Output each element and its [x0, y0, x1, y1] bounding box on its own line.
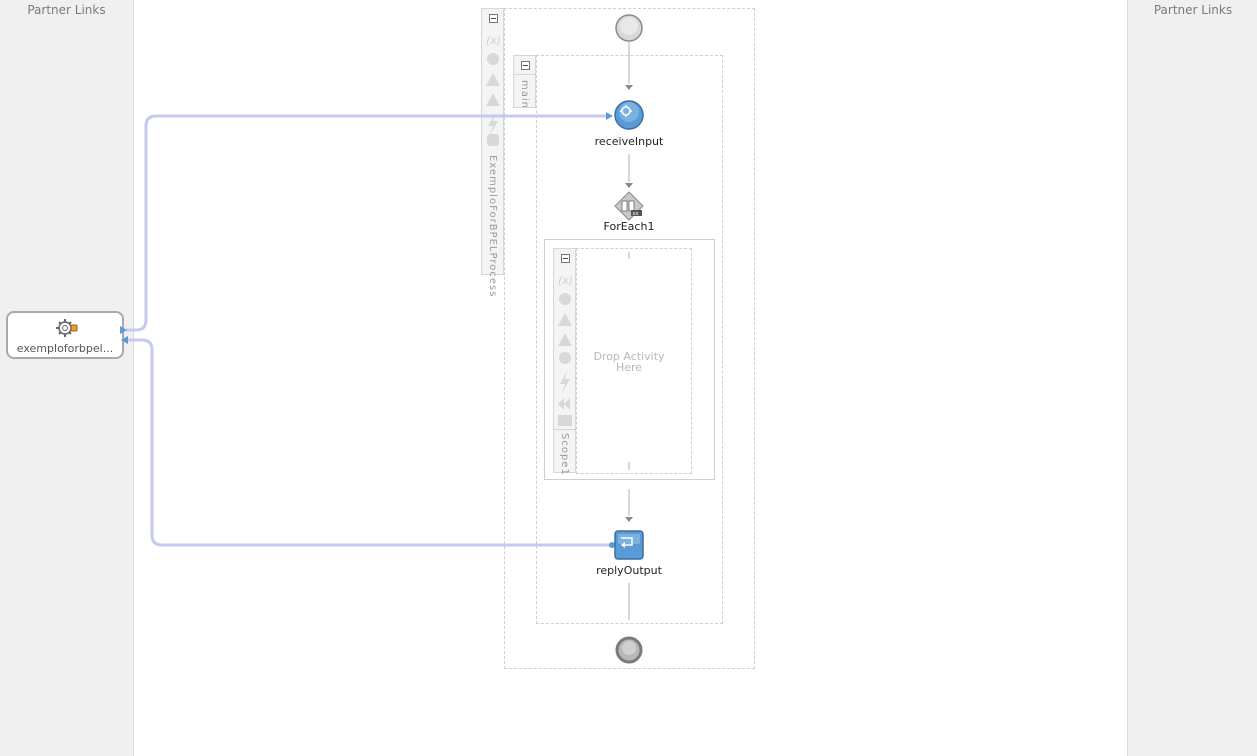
receive-link-line: [126, 114, 608, 332]
process-toolbar: (x) ExemploForBPELProcess: [481, 8, 504, 297]
svg-text:xx: xx: [633, 211, 639, 217]
partner-link-exemploforbpel[interactable]: exemploforbpel...: [6, 311, 124, 359]
foreach-activity[interactable]: [614, 191, 644, 221]
partner-links-right-title: Partner Links: [1153, 3, 1233, 17]
foreach-label: ForEach1: [603, 220, 655, 233]
reply-output-label: replyOutput: [596, 564, 662, 577]
drop-activity-text-line2: Here: [615, 361, 643, 374]
scope-drop-zone[interactable]: [576, 248, 692, 474]
main-collapse-button[interactable]: [521, 61, 530, 70]
drop-activity-text-line1: Drop Activity: [593, 350, 665, 363]
scope-toolbar: (x) Scope1: [553, 248, 576, 476]
main-sequence-toolbar: main: [513, 55, 536, 109]
process-frame: [504, 8, 755, 669]
partner-links-left-panel: Partner Links: [0, 0, 134, 756]
start-event-icon: [615, 14, 643, 42]
receive-icon: [614, 100, 644, 130]
receive-input-label: receiveInput: [594, 135, 664, 148]
partner-out-arrow: [121, 336, 128, 344]
receive-input-activity[interactable]: [614, 100, 644, 130]
gear-plug-icon: [56, 318, 78, 342]
end-event[interactable]: [616, 637, 642, 663]
partner-link-label: exemploforbpel...: [16, 342, 114, 355]
reply-output-activity[interactable]: [614, 530, 644, 560]
reply-link-line: [128, 338, 612, 547]
foreach-container: [544, 239, 715, 480]
start-event[interactable]: [615, 14, 643, 42]
scope-toolbar-icons: (x): [558, 274, 573, 426]
scope-name: Scope1: [559, 433, 570, 476]
process-name: ExemploForBPELProcess: [487, 155, 498, 298]
end-event-icon: [615, 636, 643, 664]
svg-text:(x): (x): [558, 274, 573, 287]
scope-collapse-button[interactable]: [561, 254, 570, 263]
receive-link-arrow: [606, 112, 613, 120]
partner-in-arrow: [120, 326, 127, 334]
partner-links-right-panel: Partner Links: [1127, 0, 1257, 756]
foreach-icon: xx: [614, 191, 644, 221]
process-collapse-button[interactable]: [489, 14, 498, 23]
reply-icon: [614, 530, 644, 560]
process-toolbar-icons: (x): [486, 34, 501, 146]
main-sequence-name: main: [519, 80, 530, 109]
svg-text:(x): (x): [486, 34, 501, 47]
partner-links-left-title: Partner Links: [27, 3, 106, 17]
